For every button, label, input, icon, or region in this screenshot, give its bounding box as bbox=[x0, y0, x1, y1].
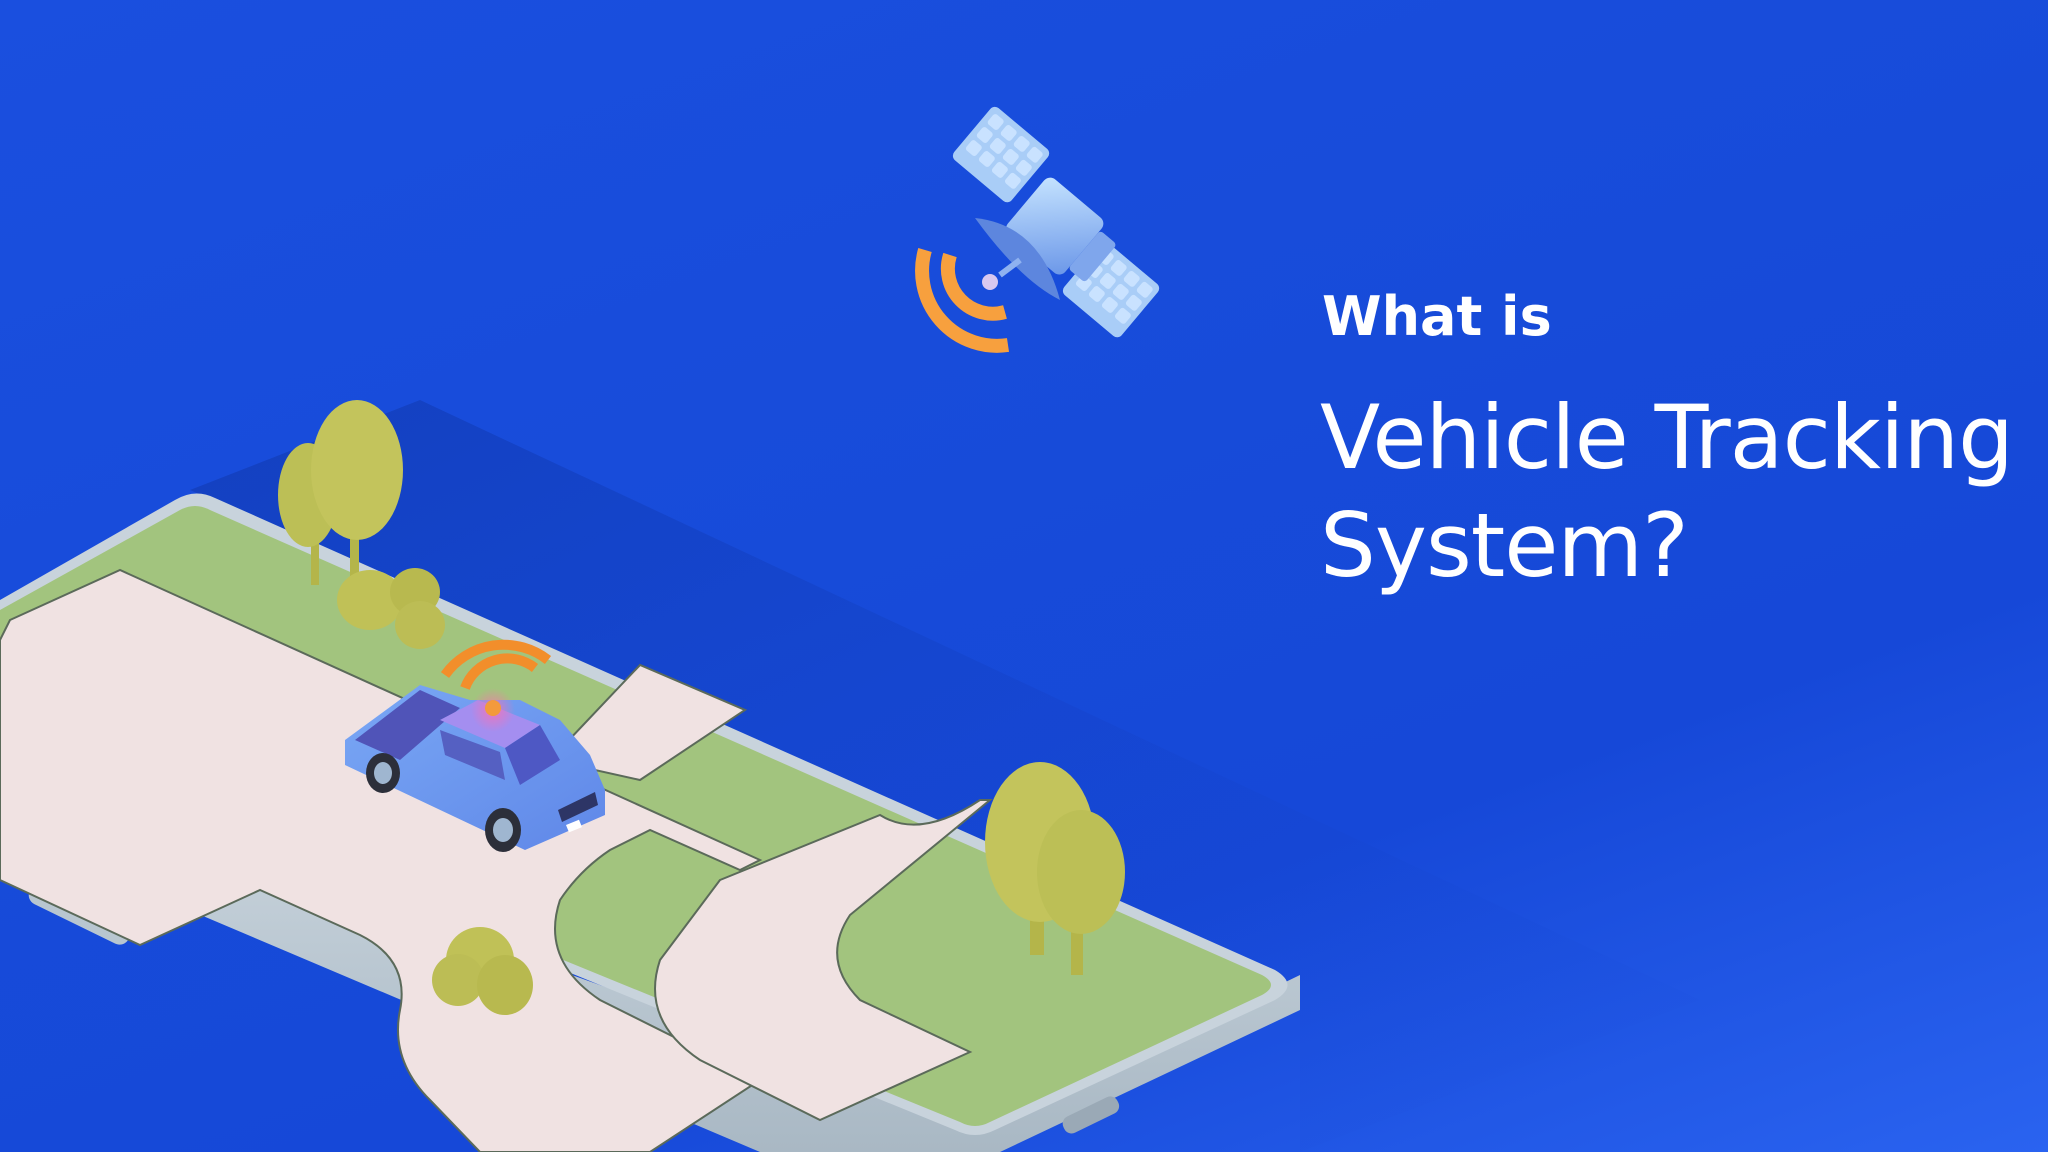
tree-group-right bbox=[985, 762, 1125, 975]
bush-icon bbox=[432, 954, 484, 1006]
bush-icon bbox=[477, 955, 533, 1015]
phone-shadow bbox=[190, 400, 1700, 1152]
tree-group-top bbox=[278, 400, 445, 649]
tree-icon bbox=[1037, 810, 1125, 934]
pickup-truck-icon bbox=[345, 685, 605, 852]
kicker-text: What is bbox=[1322, 285, 1552, 348]
page-title: Vehicle Tracking System? bbox=[1320, 384, 2014, 600]
bush-group-bottom bbox=[432, 927, 533, 1015]
satellite-signal-icon bbox=[915, 248, 1010, 353]
satellite-icon bbox=[952, 106, 1160, 338]
signal-waves-icon bbox=[440, 639, 552, 690]
map-roads bbox=[0, 568, 993, 1152]
bush-icon bbox=[395, 601, 445, 649]
bush-icon bbox=[337, 570, 403, 630]
tree-icon bbox=[311, 400, 403, 540]
title-line-1: Vehicle Tracking bbox=[1320, 386, 2014, 489]
beacon-light bbox=[485, 700, 501, 716]
hero-headline: What is Vehicle Tracking System? bbox=[1320, 285, 2014, 600]
title-line-2: System? bbox=[1320, 494, 1689, 597]
charging-port bbox=[1062, 1096, 1120, 1134]
